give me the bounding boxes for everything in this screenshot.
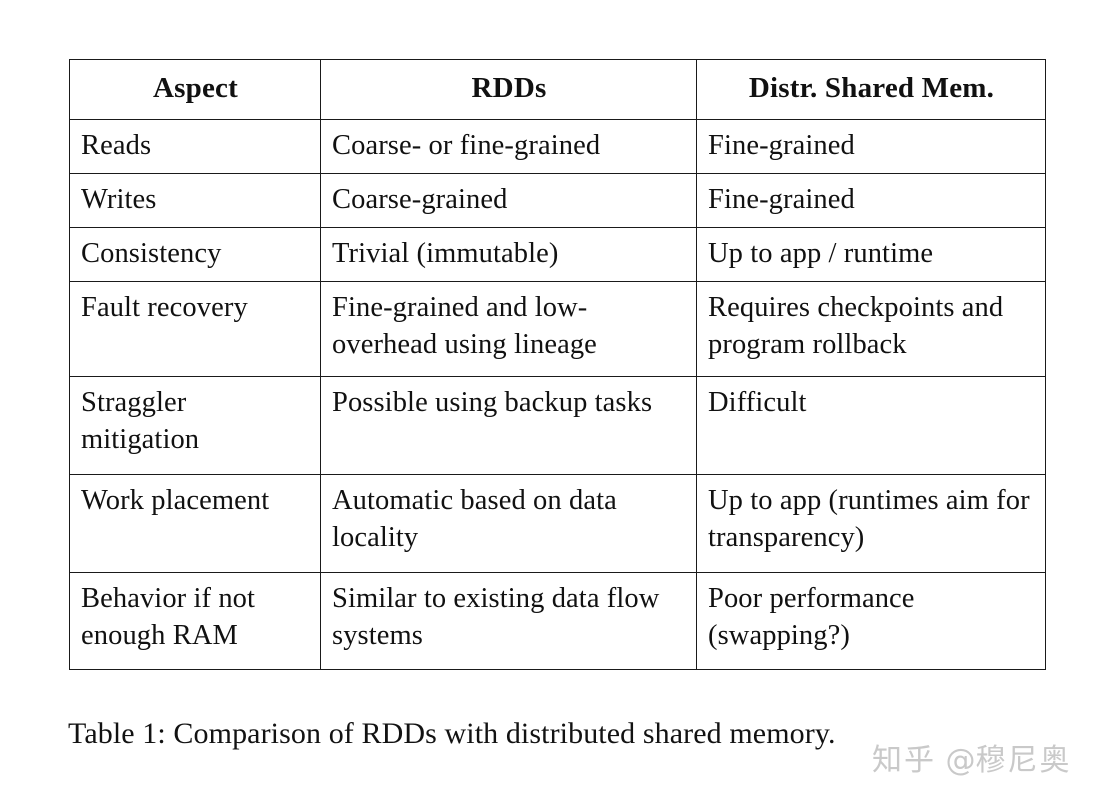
column-header-dsm: Distr. Shared Mem. xyxy=(696,59,1046,120)
table-body: Reads Coarse- or fine-grained Fine-grain… xyxy=(69,118,1046,671)
comparison-table-container: Aspect RDDs Distr. Shared Mem. Reads Coa… xyxy=(69,59,1046,671)
table-header-row: Aspect RDDs Distr. Shared Mem. xyxy=(69,59,1046,120)
table-header: Aspect RDDs Distr. Shared Mem. xyxy=(69,59,1046,120)
table-row: Fault recovery Fine-grained and low-over… xyxy=(69,281,1046,378)
table-row: Writes Coarse-grained Fine-grained xyxy=(69,173,1046,229)
table-row: Behavior if not enough RAM Similar to ex… xyxy=(69,572,1046,671)
cell-dsm: Fine-grained xyxy=(696,118,1046,175)
cell-rdds: Coarse-grained xyxy=(320,173,697,229)
cell-rdds: Similar to existing data flow systems xyxy=(320,572,697,671)
table-row: Consistency Trivial (immutable) Up to ap… xyxy=(69,227,1046,283)
cell-aspect: Straggler mitigation xyxy=(69,376,321,476)
cell-dsm: Difficult xyxy=(696,376,1046,476)
cell-rdds: Automatic based on data locality xyxy=(320,474,697,574)
cell-rdds: Fine-grained and low-overhead using line… xyxy=(320,281,697,378)
cell-rdds: Trivial (immutable) xyxy=(320,227,697,283)
cell-dsm: Poor performance (swapping?) xyxy=(696,572,1046,671)
comparison-table: Aspect RDDs Distr. Shared Mem. Reads Coa… xyxy=(69,59,1046,671)
cell-aspect: Fault recovery xyxy=(69,281,321,378)
cell-rdds: Coarse- or fine-grained xyxy=(320,118,697,175)
table-row: Straggler mitigation Possible using back… xyxy=(69,376,1046,476)
cell-aspect: Work placement xyxy=(69,474,321,574)
table-row: Work placement Automatic based on data l… xyxy=(69,474,1046,574)
column-header-rdds: RDDs xyxy=(320,59,697,120)
cell-aspect: Reads xyxy=(69,118,321,175)
table-caption: Table 1: Comparison of RDDs with distrib… xyxy=(68,717,836,750)
column-header-aspect: Aspect xyxy=(69,59,321,120)
cell-aspect: Consistency xyxy=(69,227,321,283)
cell-dsm: Fine-grained xyxy=(696,173,1046,229)
cell-dsm: Up to app (runtimes aim for transparency… xyxy=(696,474,1046,574)
table-row: Reads Coarse- or fine-grained Fine-grain… xyxy=(69,118,1046,175)
cell-dsm: Up to app / runtime xyxy=(696,227,1046,283)
cell-aspect: Behavior if not enough RAM xyxy=(69,572,321,671)
cell-rdds: Possible using backup tasks xyxy=(320,376,697,476)
cell-aspect: Writes xyxy=(69,173,321,229)
cell-dsm: Requires checkpoints and program rollbac… xyxy=(696,281,1046,378)
